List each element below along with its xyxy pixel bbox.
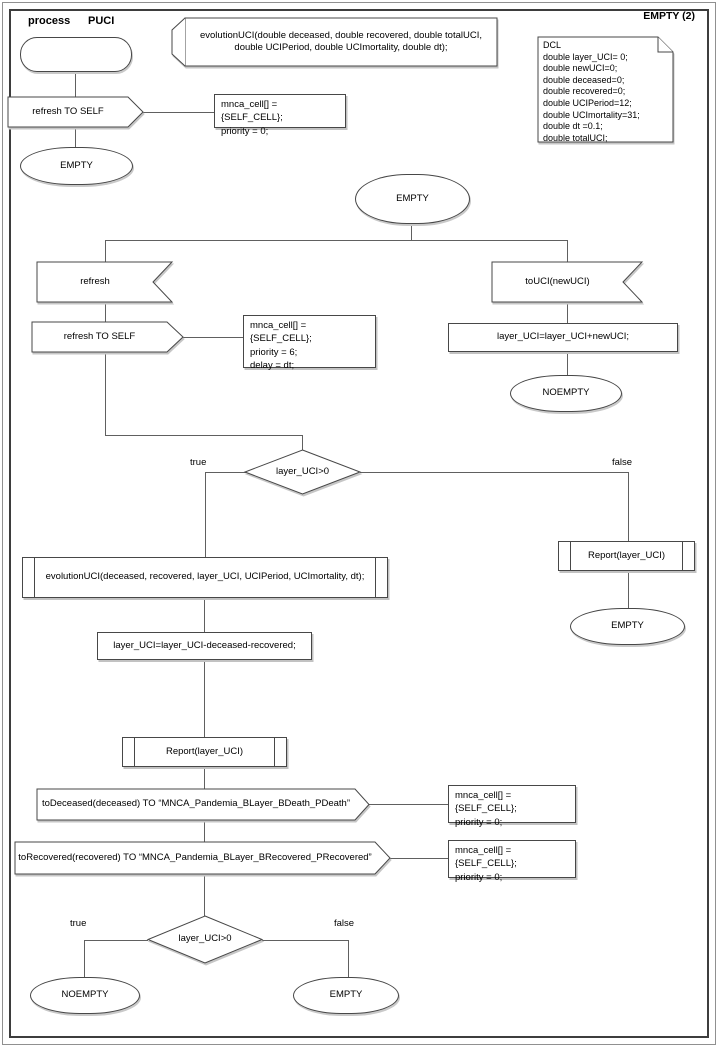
state-empty-top: EMPTY [20,147,133,185]
call-report-right-label: Report(layer_UCI) [587,549,666,561]
decision-layer-uci-bottom: layer_UCI>0 [146,915,264,964]
dcl-note: DCL double layer_UCI= 0; double newUCI=0… [537,36,674,143]
diagram-frame [9,9,709,1038]
decision-layer-uci-top: layer_UCI>0 [243,449,362,495]
connector-line [567,302,568,323]
input-refresh-label: refresh [80,275,110,287]
connector-line [369,804,448,805]
connector-line-false [262,940,348,941]
connector-line-false [628,472,629,541]
comment-priority0-c: mnca_cell[] = {SELF_CELL}; priority = 0; [448,840,576,883]
connector-line [183,337,243,338]
call-evolutionuci: evolutionUCI(deceased, recovered, layer_… [22,557,388,598]
connector-line [204,874,205,916]
decision-layer-uci-top-label: layer_UCI>0 [275,465,330,477]
call-report-right: Report(layer_UCI) [558,541,695,571]
call-evolutionuci-label: evolutionUCI(deceased, recovered, layer_… [45,571,365,583]
comment-priority0-b: mnca_cell[] = {SELF_CELL}; priority = 0; [448,785,576,828]
connector-line [204,820,205,842]
task-add-newuci: layer_UCI=layer_UCI+newUCI; [448,323,678,352]
state-noempty-bottom: NOEMPTY [30,977,140,1014]
connector-line [105,240,106,262]
task-subtract-label: layer_UCI=layer_UCI-deceased-recovered; [113,639,296,651]
input-refresh: refresh [36,261,174,303]
state-empty-bottom: EMPTY [293,977,399,1014]
call-report-left-label: Report(layer_UCI) [165,745,244,757]
connector-line [75,127,76,148]
output-todeceased: toDeceased(deceased) TO “MNCA_Pandemia_B… [36,788,370,821]
decision-layer-uci-bottom-label: layer_UCI>0 [178,933,232,945]
connector-line [105,435,303,436]
connector-line-true [205,472,246,473]
connector-line-false [348,940,349,977]
output-todeceased-label: toDeceased(deceased) TO “MNCA_Pandemia_B… [41,798,351,810]
output-torecovered-label: toRecovered(recovered) TO “MNCA_Pandemia… [18,851,372,863]
state-empty-right: EMPTY [570,608,685,645]
connector-line [411,224,412,240]
state-noempty-right-label: NOEMPTY [542,387,590,399]
comment-priority0-a: mnca_cell[] = {SELF_CELL}; priority = 0; [214,94,346,137]
output-torecovered: toRecovered(recovered) TO “MNCA_Pandemia… [14,841,391,875]
connector-line [204,660,205,737]
connector-line [204,767,205,789]
start-state-symbol [20,37,132,72]
connector-line [302,435,303,451]
connector-line [567,240,568,262]
connector-line [204,598,205,632]
input-touci-label: toUCI(newUCI) [525,275,590,287]
state-noempty-bottom-label: NOEMPTY [61,989,109,1001]
state-empty-right-label: EMPTY [611,620,644,632]
procedure-declaration-text: evolutionUCI(double deceased, double rec… [199,29,482,53]
dcl-note-text: DCL double layer_UCI= 0; double newUCI=0… [543,40,640,143]
connector-line [390,858,448,859]
branch-label-true-bottom: true [70,918,87,929]
connector-line-true [84,940,85,977]
procedure-declaration-symbol: evolutionUCI(double deceased, double rec… [171,17,498,67]
connector-line-false [360,472,628,473]
comment-priority6: mnca_cell[] = {SELF_CELL}; priority = 6;… [243,315,376,371]
branch-label-false-top: false [612,457,633,468]
state-empty-bottom-label: EMPTY [329,989,363,1001]
connector-line [143,112,214,113]
branch-label-true-top: true [190,457,207,468]
process-name: PUCI [88,15,115,27]
task-add-newuci-label: layer_UCI=layer_UCI+newUCI; [497,331,629,343]
connector-line [75,72,76,97]
connector-line [105,352,106,435]
connector-line [105,240,567,241]
connector-line [105,302,106,322]
process-kind-label: process [28,15,71,27]
connector-line [628,571,629,608]
output-refresh-to-self-2: refresh TO SELF [31,321,184,353]
input-touci: toUCI(newUCI) [491,261,644,303]
call-report-left: Report(layer_UCI) [122,737,287,767]
output-refresh-to-self-2-label: refresh TO SELF [63,330,136,342]
state-noempty-right: NOEMPTY [510,375,622,412]
branch-label-false-bottom: false [334,918,355,929]
page-number-label: EMPTY (2) [643,10,695,22]
output-refresh-to-self-1: refresh TO SELF [7,96,144,128]
task-subtract: layer_UCI=layer_UCI-deceased-recovered; [97,632,312,660]
connector-line [567,352,568,375]
connector-line-true [205,472,206,557]
output-refresh-to-self-1-label: refresh TO SELF [32,105,104,117]
state-empty-top-label: EMPTY [60,159,93,171]
state-empty-main-label: EMPTY [396,192,429,204]
connector-line-true [84,940,148,941]
state-empty-main: EMPTY [355,174,470,224]
